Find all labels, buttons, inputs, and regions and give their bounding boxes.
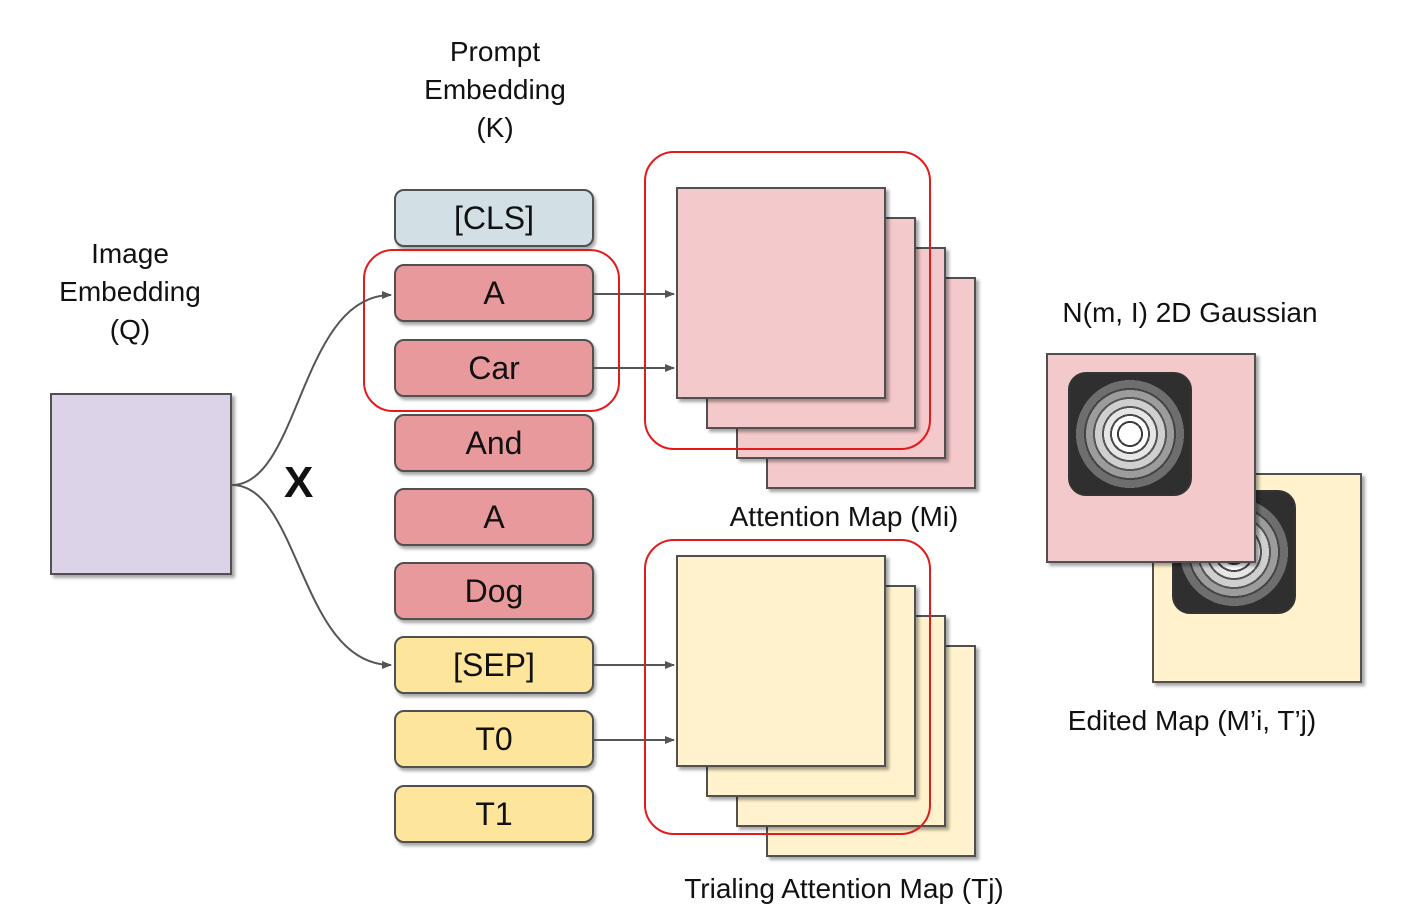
token-car: Car (394, 339, 594, 397)
trailing-map-front (676, 555, 886, 767)
multiply-symbol: X (284, 458, 314, 507)
arrow-image-to-sep (231, 484, 392, 669)
gaussian-label: N(m, I) 2D Gaussian (1062, 297, 1318, 328)
token-and: And (394, 414, 594, 472)
attention-map-label: Attention Map (Mi) (729, 501, 959, 532)
highlight-trailing-maps (644, 539, 931, 835)
gaussian-blob-attention (1068, 372, 1192, 496)
image-embedding-label: Image Embedding (Q) (59, 238, 201, 345)
trailing-attention-map-label: Trialing Attention Map (Tj) (684, 873, 1004, 904)
arrow-image-to-a (231, 291, 392, 486)
attention-map-front (676, 187, 886, 399)
token-a: A (394, 264, 594, 322)
token-dog: Dog (394, 562, 594, 620)
image-embedding-box (50, 393, 232, 575)
highlight-a-car (363, 249, 620, 412)
token-t0: T0 (394, 710, 594, 768)
edited-map-label: Edited Map (M’i, T’j) (1067, 705, 1317, 736)
token-sep: [SEP] (394, 636, 594, 694)
highlight-attention-maps (644, 151, 931, 450)
token-t1: T1 (394, 785, 594, 843)
prompt-embedding-label: Prompt Embedding (K) (424, 36, 566, 143)
token-cls: [CLS] (394, 189, 594, 247)
token-a-2: A (394, 488, 594, 546)
